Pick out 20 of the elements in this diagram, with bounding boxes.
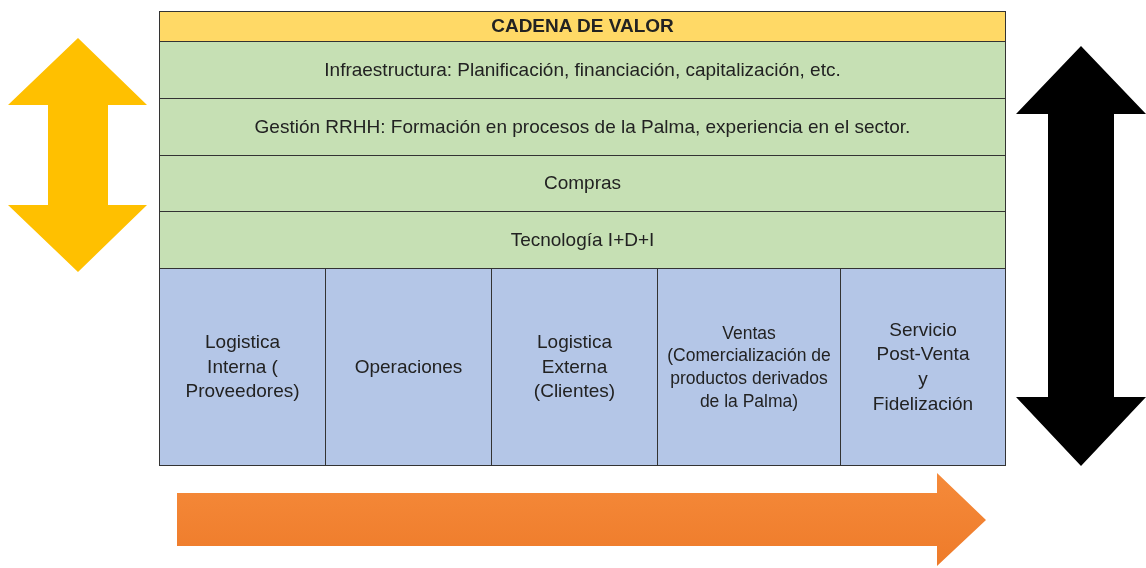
primary-activity-cell [491,268,658,466]
activity-label: Ventas (Comercialización de productos derivados de la Palma) [666,321,832,413]
title-band [159,11,1006,42]
support-activity-band [159,41,1006,99]
primary-activity-cell [325,268,492,466]
activity-label: Gestión RRHH: Formación en procesos de la Palma, experiencia en el sector. [253,115,912,139]
support-activity-band [159,211,1006,269]
primary-activity-cell [159,268,326,466]
primary-activity-cell [840,268,1006,466]
support-activity-band [159,98,1006,156]
activity-label: Servicio Post-Venta y Fidelización [871,317,975,416]
activity-label: Logistica Interna ( Proveedores) [184,329,301,404]
activity-label: Tecnología I+D+I [509,228,656,252]
activity-label: Operaciones [353,354,464,379]
activity-label: Compras [542,172,623,195]
primary-activity-cell [657,268,841,466]
activity-label: Infraestructura: Planificación, financiación, capitalización, etc. [323,58,842,82]
band-heading: CADENA DE VALOR [490,15,675,38]
activity-label: Logistica Externa (Clientes) [532,329,617,404]
support-activity-band [159,155,1006,212]
